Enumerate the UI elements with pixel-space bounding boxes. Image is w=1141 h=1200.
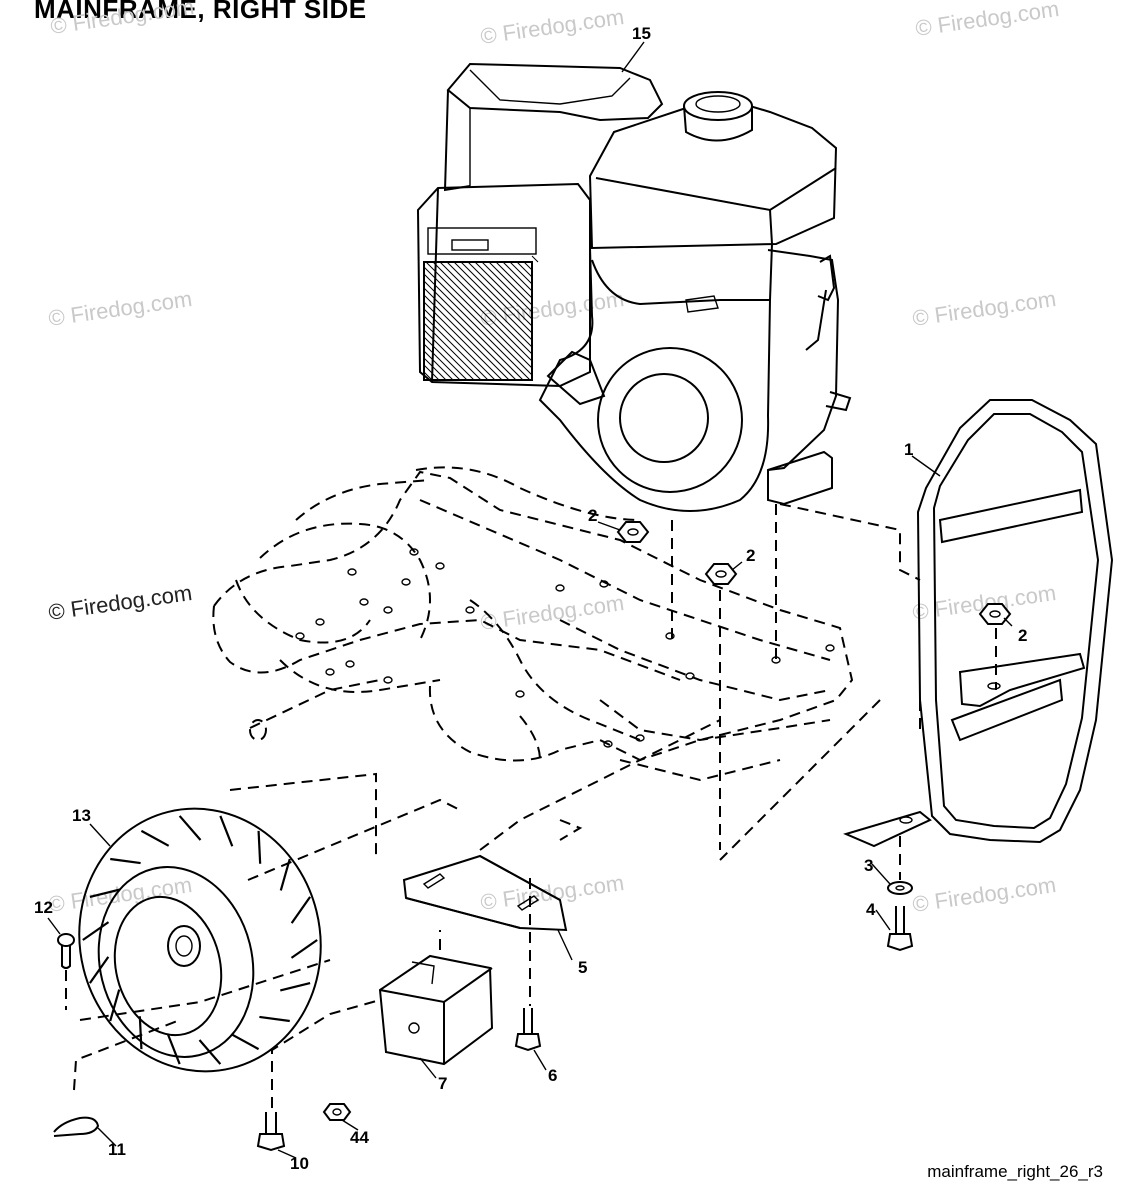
grille-hatch-line <box>453 261 533 341</box>
frame-bolt-hole <box>555 584 565 592</box>
frame-bolt-hole <box>599 580 609 588</box>
callout-44: 44 <box>350 1128 369 1147</box>
grille-hatch-line <box>423 322 482 381</box>
tiller-frame-outline <box>212 466 854 782</box>
tire-tread-lug <box>138 1016 143 1050</box>
engine <box>416 62 852 512</box>
frame-bolt-hole <box>665 632 675 640</box>
frame-bolt-hole <box>383 676 393 684</box>
frame-bolt-hole <box>465 606 475 614</box>
tire-tread-lug <box>290 939 318 959</box>
callout-2: 2 <box>746 546 756 565</box>
grille-hatch-line <box>516 261 533 278</box>
frame-bolt-hole <box>635 734 645 742</box>
tire-tread-lug <box>290 896 312 924</box>
grille-hatch-line <box>432 261 533 362</box>
tire-tread-lug <box>219 815 234 847</box>
callout-11: 11 <box>108 1140 126 1159</box>
wheel-tire <box>78 807 322 1073</box>
tire-tread-lug <box>140 829 170 847</box>
grille-hatch-line <box>495 261 533 299</box>
frame-bolt-hole <box>825 644 835 652</box>
frame-bolt-hole <box>295 632 305 640</box>
tire-tread-lug <box>280 982 311 992</box>
grille-hatch-line <box>423 343 461 381</box>
hardware <box>53 521 1012 1152</box>
grille-hatch-line <box>509 261 533 285</box>
callout-5: 5 <box>578 958 588 977</box>
grille-hatch-line <box>423 294 510 381</box>
grille-hatch-line <box>467 261 533 327</box>
frame-bolt-hole <box>315 618 325 626</box>
frame-bolt-hole <box>359 598 369 606</box>
grille-hatch-line <box>523 261 533 271</box>
tire-tread-lug <box>110 857 141 865</box>
front-bumper <box>843 399 1114 848</box>
grille-hatch-line <box>481 261 533 313</box>
tire-tread-lug <box>198 1039 222 1065</box>
grille-hatch-line <box>423 280 524 381</box>
diagram-title: MAINFRAME, RIGHT SIDE <box>34 0 367 24</box>
grille-hatch-line <box>488 261 533 306</box>
frame-bolt-hole <box>409 548 419 556</box>
frame-bolt-hole <box>383 606 393 614</box>
grille-hatch-line <box>423 350 454 381</box>
grille-hatch-line <box>423 329 475 381</box>
tire-tread-lug <box>109 989 121 1022</box>
grille-hatch-line <box>502 261 533 292</box>
grille-hatch-line <box>423 315 489 381</box>
grille-hatch-line <box>423 266 533 376</box>
grille-hatch-line <box>439 261 533 355</box>
callout-15: 15 <box>632 24 651 43</box>
tire-tread-lug <box>257 830 262 864</box>
callout-6: 6 <box>548 1066 558 1085</box>
grille-hatch-line <box>425 261 533 369</box>
drawing-id-label: mainframe_right_26_r3 <box>927 1162 1103 1181</box>
grille-hatch-line <box>423 308 496 381</box>
tire-tread-lug <box>178 815 202 841</box>
tire-tread-lug <box>82 921 110 941</box>
callout-1: 1 <box>904 440 914 459</box>
frame-bolt-hole <box>603 740 613 748</box>
grille-hatch-line <box>474 261 533 320</box>
grille-hatch-line <box>423 301 503 381</box>
grille-hatch-line <box>423 287 517 381</box>
callout-2: 2 <box>588 506 598 525</box>
frame-bolt-hole <box>515 690 525 698</box>
leader-lines <box>47 41 1013 1159</box>
tire-tread-lug <box>166 1033 181 1065</box>
tire-tread-lug <box>88 956 110 984</box>
frame-bolt-hole <box>685 672 695 680</box>
tire-tread-lug <box>89 888 120 898</box>
grille-hatch-line <box>530 261 533 264</box>
tire-tread-lug <box>230 1033 260 1051</box>
air-filter-grille <box>423 255 539 381</box>
frame-bolt-hole <box>325 668 335 676</box>
callout-12: 12 <box>34 898 53 917</box>
frame-bolt-hole <box>435 562 445 570</box>
callout-13: 13 <box>72 806 91 825</box>
callout-10: 10 <box>290 1154 309 1173</box>
skid-plate <box>402 854 568 932</box>
frame-bolt-hole <box>347 568 357 576</box>
frame-bolt-hole <box>401 578 411 586</box>
callout-2: 2 <box>1018 626 1028 645</box>
callout-3: 3 <box>864 856 874 875</box>
grille-hatch-line <box>423 364 440 381</box>
weight-block <box>378 954 494 1066</box>
callout-4: 4 <box>866 900 876 919</box>
grille-hatch-line <box>423 273 531 381</box>
grille-hatch-line <box>423 357 447 381</box>
grille-hatch-line <box>423 336 468 381</box>
frame-bolt-hole <box>345 660 355 668</box>
grille-hatch-line <box>531 255 539 263</box>
grille-hatch-line <box>423 371 433 381</box>
grille-hatch-line <box>460 261 533 334</box>
tire-tread-lug <box>259 1015 290 1023</box>
grille-hatch-line <box>446 261 533 348</box>
callout-7: 7 <box>438 1074 448 1093</box>
